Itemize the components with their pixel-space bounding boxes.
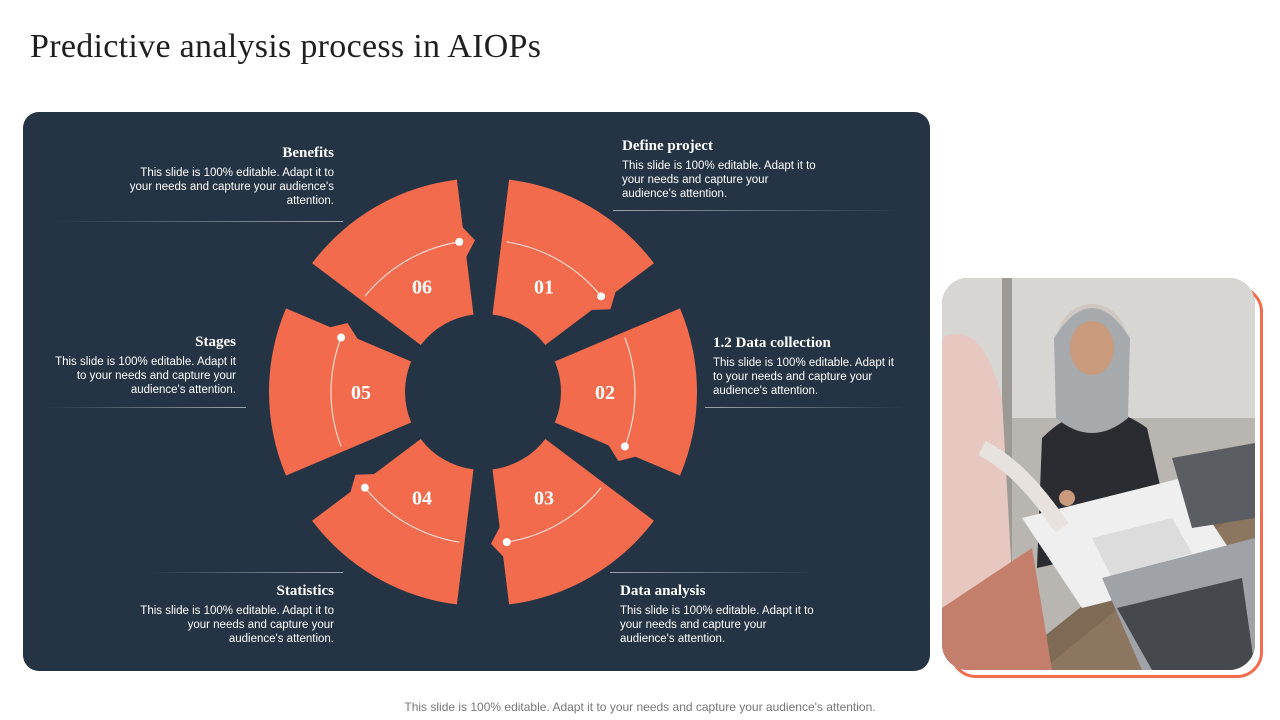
step-06-heading: Benefits	[282, 145, 334, 161]
step-05-divider	[43, 407, 246, 408]
segment-01-number: 01	[534, 276, 554, 298]
step-02-desc: This slide is 100% editable. Adapt it to…	[713, 357, 894, 397]
step-03-heading: Data analysis	[620, 583, 706, 599]
segment-06-dot	[455, 237, 464, 246]
segment-02-number: 02	[595, 382, 615, 404]
step-03-desc: This slide is 100% editable. Adapt it to…	[620, 605, 814, 645]
page-title: Predictive analysis process in AIOPs	[30, 28, 542, 65]
segment-04-guide-arc	[364, 487, 460, 543]
step-02-text: 1.2 Data collection This slide is 100% e…	[713, 335, 903, 398]
step-01-divider	[613, 210, 903, 211]
segment-01	[492, 179, 654, 346]
segment-03-arrow	[490, 520, 511, 564]
step-04-desc: This slide is 100% editable. Adapt it to…	[140, 605, 334, 645]
segment-01-dot	[597, 292, 606, 301]
segment-02	[554, 308, 697, 476]
step-04-heading: Statistics	[276, 583, 335, 599]
step-01-heading: Define project	[622, 138, 713, 154]
segment-06-arrow	[455, 220, 476, 264]
step-02-heading: 1.2 Data collection	[713, 335, 831, 351]
segment-05	[269, 308, 412, 476]
step-01-desc: This slide is 100% editable. Adapt it to…	[622, 160, 816, 200]
process-panel: 01 02 03 04 05 06 Benefits This slide is 100%…	[23, 112, 930, 671]
process-wheel: 01 02 03 04 05 06	[269, 179, 697, 605]
segment-04-dot	[360, 483, 369, 492]
step-03-divider	[610, 572, 815, 573]
segment-03-guide-arc	[506, 487, 602, 543]
step-04-text: Statistics This slide is 100% editable. …	[138, 583, 334, 646]
segment-02-guide-arc	[624, 337, 636, 447]
step-06-divider	[53, 221, 343, 222]
segment-05-dot	[337, 333, 346, 342]
photo-image	[942, 278, 1255, 670]
segment-04	[312, 438, 474, 605]
segment-03	[492, 438, 654, 605]
segment-04-number: 04	[412, 488, 432, 510]
team-photo	[942, 278, 1263, 678]
segment-06	[312, 179, 474, 346]
segment-06-guide-arc	[364, 241, 460, 297]
step-06-text: Benefits This slide is 100% editable. Ad…	[123, 145, 334, 208]
segment-02-dot	[620, 442, 629, 451]
segment-03-dot	[502, 538, 511, 547]
footer-note: This slide is 100% editable. Adapt it to…	[404, 700, 876, 714]
segment-01-guide-arc	[506, 241, 602, 297]
step-05-desc: This slide is 100% editable. Adapt it to…	[55, 356, 236, 396]
step-05-heading: Stages	[195, 334, 236, 350]
step-04-divider	[148, 572, 343, 573]
segment-03-number: 03	[534, 488, 554, 510]
segment-05-guide-arc	[330, 337, 342, 447]
step-02-divider	[705, 407, 905, 408]
step-01-text: Define project This slide is 100% editab…	[622, 138, 822, 201]
step-03-text: Data analysis This slide is 100% editabl…	[620, 583, 820, 646]
segment-05-number: 05	[351, 382, 371, 404]
step-05-text: Stages This slide is 100% editable. Adap…	[43, 334, 236, 397]
step-06-desc: This slide is 100% editable. Adapt it to…	[129, 167, 334, 207]
segment-06-number: 06	[412, 276, 432, 298]
